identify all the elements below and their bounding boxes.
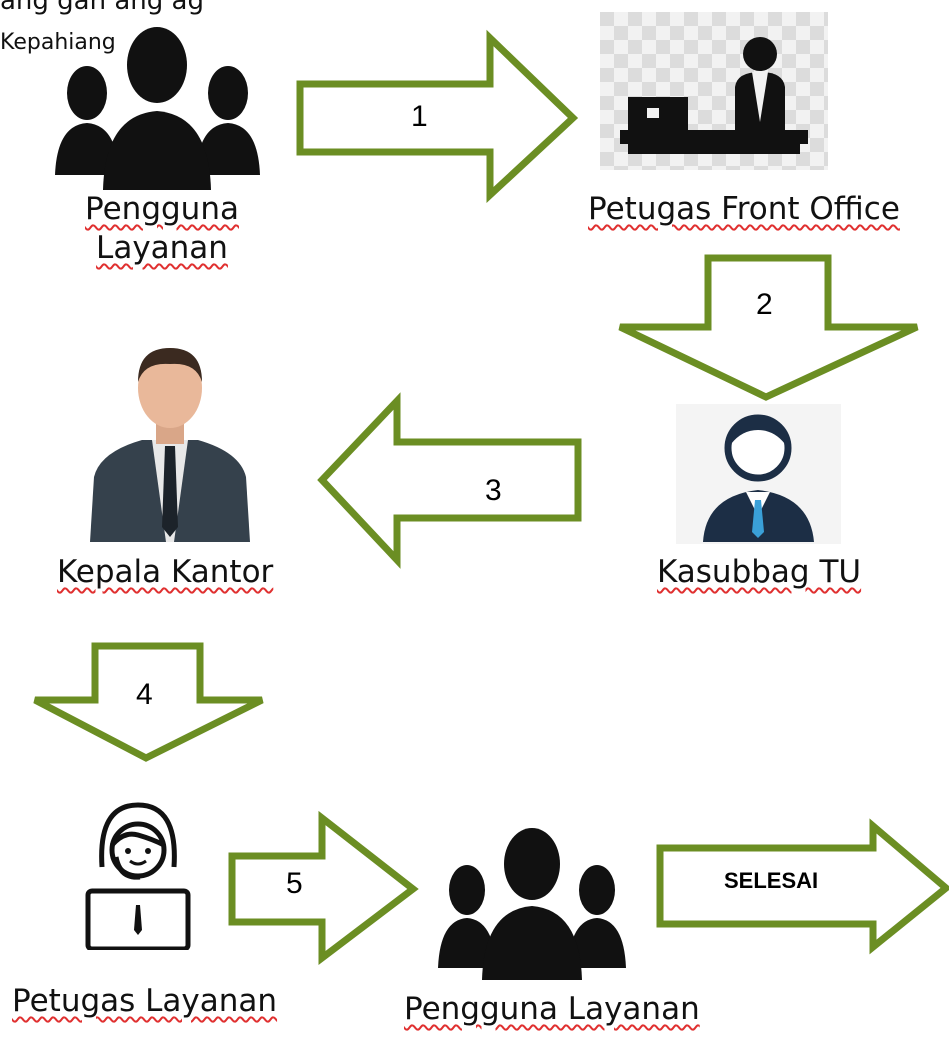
pengguna-bottom-label: Pengguna Layanan (404, 991, 700, 1027)
header-text: ang gan ang ag (0, 0, 204, 16)
node-pengguna-layanan-top: Pengguna Layanan (62, 190, 262, 268)
arrow-5-label: 5 (286, 867, 303, 900)
arrow-selesai (656, 818, 949, 955)
kasubbag-label: Kasubbag TU (657, 554, 862, 590)
arrow-4-label: 4 (136, 678, 153, 711)
node-pengguna-layanan-bottom: Pengguna Layanan (404, 990, 700, 1029)
front-office-label: Petugas Front Office (588, 191, 900, 227)
manager-icon (90, 348, 250, 542)
node-front-office: Petugas Front Office (588, 190, 900, 229)
header-city: Kepahiang (0, 30, 116, 55)
staff-icon (676, 404, 841, 544)
arrow-selesai-label: SELESAI (724, 868, 819, 893)
cut-header-text: ang gan ang ag (0, 0, 949, 28)
arrow-2-label: 2 (756, 288, 773, 321)
operator-icon (85, 802, 191, 950)
node-kepala-kantor: Kepala Kantor (57, 553, 273, 592)
arrow-1 (296, 29, 579, 204)
arrow-3-label: 3 (485, 474, 502, 507)
arrow-3 (317, 392, 582, 569)
arrow-4 (33, 642, 264, 762)
node-petugas-layanan: Petugas Layanan (12, 982, 277, 1021)
node-kasubbag: Kasubbag TU (657, 553, 861, 592)
pengguna-top-line2: Layanan (96, 229, 228, 266)
petugas-layanan-label: Petugas Layanan (12, 983, 278, 1019)
arrow-1-label: 1 (411, 100, 428, 133)
pengguna-top-line1: Pengguna (85, 191, 239, 227)
kepala-label: Kepala Kantor (57, 554, 274, 590)
user-group-icon (55, 27, 260, 190)
user-group-bottom-icon (438, 828, 626, 980)
front-office-icon (600, 12, 828, 170)
arrow-2 (618, 254, 919, 401)
arrow-5 (228, 810, 419, 966)
